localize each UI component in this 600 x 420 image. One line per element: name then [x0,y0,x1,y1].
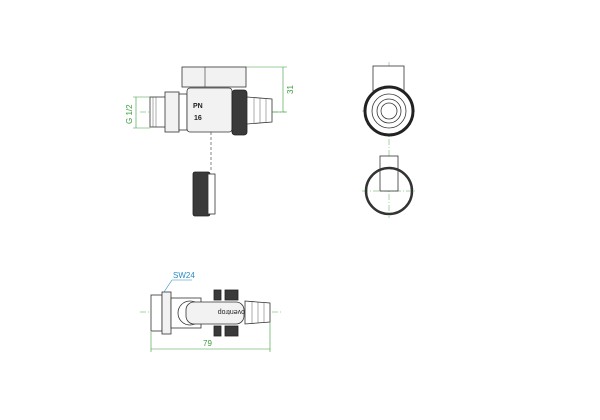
union-nut [164,91,180,133]
knurled-nut [231,89,248,136]
height-dimension: 31 [286,85,295,94]
thread-end [149,96,167,128]
pressure-value: 16 [194,115,202,122]
brand-text: oventrop [218,308,245,315]
thread-top [150,294,163,332]
top-view: oventrop SW24 79 [140,271,282,352]
length-dimension: 79 [203,339,212,348]
hose-barb-top [244,300,271,325]
cap-strap [379,155,399,192]
pressure-label: PN [193,103,203,110]
wrench-size-callout: SW24 [173,271,195,280]
cap-ring [364,166,414,216]
handle-top [185,301,245,325]
hose-barb [246,96,273,125]
cap-side [192,171,211,217]
valve-body [186,87,233,133]
hex-sw24 [161,291,172,335]
side-view: PN 16 31 G 1/2 [125,66,295,217]
end-view [362,62,416,218]
thread-dimension: G 1/2 [125,104,134,124]
valve-handle [181,66,247,88]
